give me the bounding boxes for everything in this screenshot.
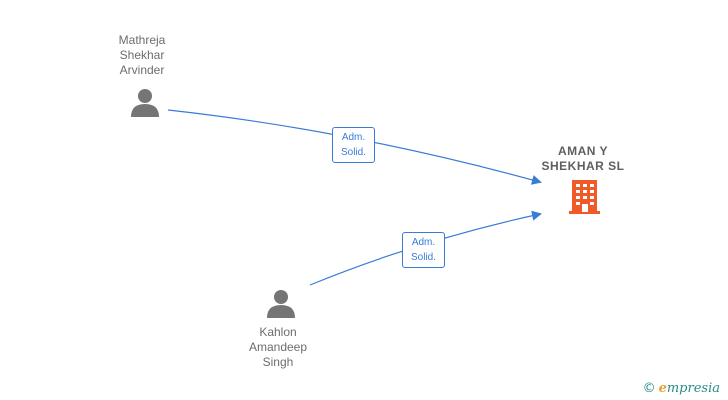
person-icon[interactable] — [267, 290, 295, 318]
building-icon[interactable] — [569, 180, 600, 214]
name-line: AMAN Y — [557, 144, 609, 158]
name-line: Shekhar — [119, 48, 165, 62]
brand-logo-text: mpresia — [666, 381, 720, 396]
person-name-mathreja[interactable]: Mathreja Shekhar Arvinder — [82, 33, 202, 78]
name-line: Kahlon — [259, 325, 297, 339]
name-line: Singh — [262, 355, 294, 369]
person-icon[interactable] — [131, 89, 159, 117]
edge-label-line: Adm. — [411, 237, 436, 248]
name-line: Mathreja — [118, 33, 166, 47]
empresia-watermark: ©empresia — [643, 381, 720, 396]
name-line: SHEKHAR SL — [541, 159, 625, 173]
edge-label-line: Adm. — [341, 132, 366, 143]
edge-label-line: Solid. — [340, 147, 366, 158]
person-name-kahlon[interactable]: Kahlon Amandeep Singh — [218, 325, 338, 370]
name-line: Amandeep — [248, 340, 308, 354]
edge-label-role[interactable]: Adm. Solid. — [402, 232, 445, 268]
name-line: Arvinder — [119, 63, 165, 77]
edge-label-role[interactable]: Adm. Solid. — [332, 127, 375, 163]
brand-logo-letter: e — [658, 381, 667, 396]
edge-label-line: Solid. — [410, 252, 436, 263]
company-name[interactable]: AMAN Y SHEKHAR SL — [518, 144, 648, 174]
copyright-icon: © — [642, 381, 656, 396]
